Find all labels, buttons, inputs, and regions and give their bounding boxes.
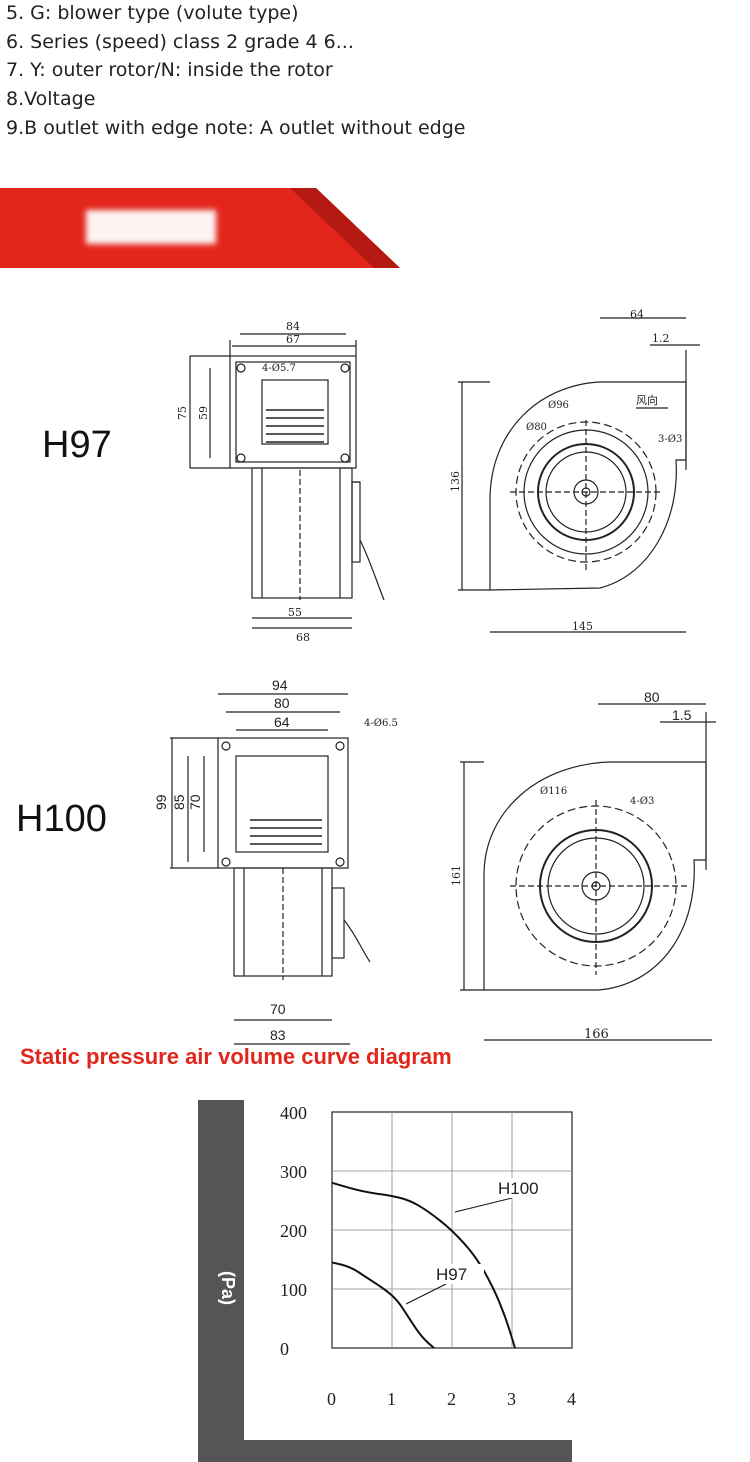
dim-label: 166 (584, 1027, 609, 1042)
h100-front-view (170, 693, 371, 1045)
x-axis-bar (198, 1440, 572, 1462)
h100-side-view (460, 703, 716, 1041)
y-axis-label: (Pa) (218, 1270, 238, 1305)
chart-title: Static pressure air volume curve diagram (20, 1044, 452, 1069)
dim-label: 59 (197, 406, 210, 420)
dim-label: 1.5 (672, 707, 692, 723)
dim-label: 3-Ø3 (658, 434, 682, 445)
y-tick-label: 300 (280, 1162, 307, 1182)
dim-label: 75 (176, 406, 189, 420)
y-tick-label: 100 (280, 1280, 307, 1300)
x-tick-label: 3 (507, 1389, 516, 1409)
dim-label: 80 (274, 695, 290, 711)
h97-side-view (458, 317, 700, 633)
dim-label: 161 (450, 865, 463, 886)
x-tick-label: 2 (447, 1389, 456, 1409)
dim-label: 1.2 (652, 332, 670, 345)
dim-label: 84 (286, 320, 300, 333)
label-leader-line (405, 1283, 447, 1305)
dim-label: 55 (288, 606, 302, 619)
spec-line: 7. Y: outer rotor/N: inside the rotor (6, 59, 333, 81)
series-label: H97 (436, 1265, 467, 1284)
dim-label: 94 (272, 677, 288, 693)
model-label-h97: H97 (42, 424, 112, 466)
series-label: H100 (498, 1179, 539, 1198)
technical-drawings: 84 67 4-Ø5.7 75 59 55 68 (153, 308, 716, 1045)
dim-label: 136 (449, 471, 462, 492)
y-axis-bar (198, 1100, 244, 1462)
dim-label: 4-Ø5.7 (262, 363, 296, 374)
dim-label: 风向 (636, 393, 658, 407)
dim-label: 83 (270, 1027, 286, 1043)
h97-front-view (189, 333, 385, 629)
spec-line: 8.Voltage (6, 88, 96, 110)
x-tick-label: 1 (387, 1389, 396, 1409)
y-tick-label: 400 (280, 1103, 307, 1123)
dim-label: 4-Ø3 (630, 796, 654, 807)
spec-line: 6. Series (speed) class 2 grade 4 6... (6, 31, 354, 53)
curve-h100 (331, 1181, 516, 1349)
y-tick-label: 200 (280, 1221, 307, 1241)
x-tick-label: 0 (327, 1389, 336, 1409)
dim-label: Ø96 (548, 400, 569, 411)
spec-line: 5. G: blower type (volute type) (6, 2, 299, 24)
label-background (496, 1178, 546, 1198)
y-tick-label: 0 (280, 1339, 289, 1359)
dim-label: 85 (171, 794, 187, 810)
dim-label: 4-Ø6.5 (364, 718, 398, 729)
dim-label: 145 (572, 620, 593, 633)
dim-label: 70 (187, 794, 203, 810)
dim-label: 68 (296, 631, 310, 644)
dim-label: 64 (274, 714, 290, 730)
label-background (434, 1264, 484, 1284)
label-leader-line (454, 1197, 513, 1213)
curve-h97 (331, 1261, 435, 1349)
spec-line: 9.B outlet with edge note: A outlet with… (6, 117, 466, 139)
dim-label: Ø80 (526, 422, 547, 433)
model-label-h100: H100 (16, 798, 107, 840)
dim-label: 67 (286, 333, 300, 346)
x-tick-label: 4 (567, 1389, 576, 1409)
dim-label: 64 (630, 308, 644, 321)
dim-label: 80 (644, 689, 660, 705)
dim-label: Ø116 (540, 786, 567, 797)
dim-label: 70 (270, 1001, 286, 1017)
banner-blurred-text (86, 210, 216, 244)
dim-label: 99 (153, 794, 169, 810)
